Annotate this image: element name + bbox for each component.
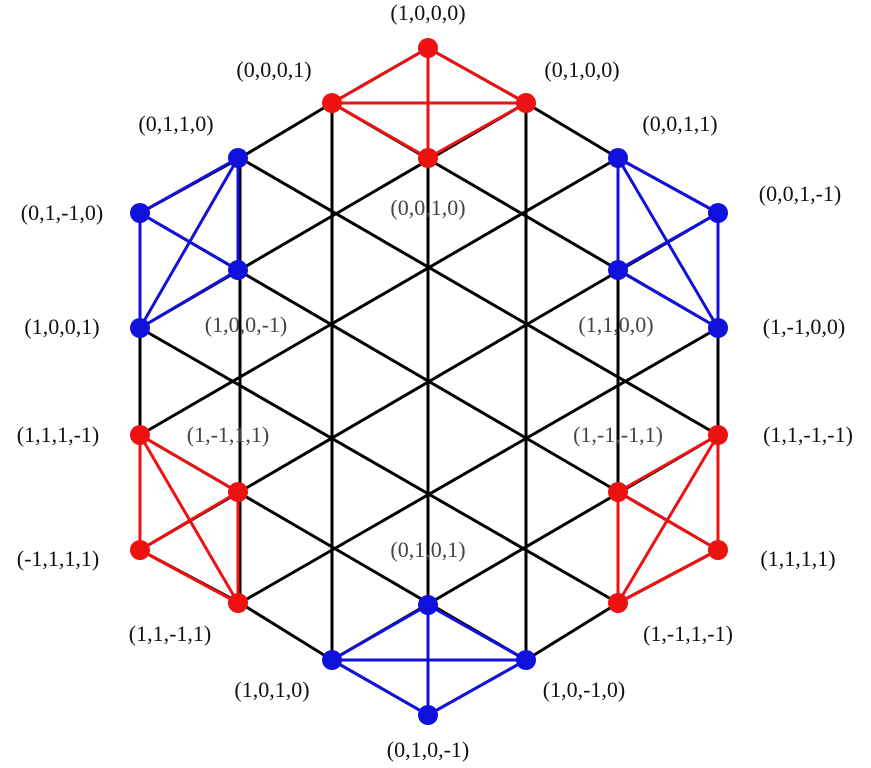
node-label-ul0: (0,1,1,0) <box>138 111 213 136</box>
edge-lr2-lr3 <box>617 548 719 605</box>
edge-ll0-ll1 <box>139 433 239 494</box>
node-label-lr2: (1,1,1,1) <box>760 546 835 571</box>
node-t3 <box>418 148 438 168</box>
node-label-ul1: (0,1,-1,0) <box>21 200 103 225</box>
edge-t1-t3 <box>331 101 429 160</box>
node-ur0 <box>608 148 628 168</box>
node-label-b1: (1,0,1,0) <box>234 677 309 702</box>
node-t0 <box>418 38 438 58</box>
node-lr3 <box>608 593 628 613</box>
edge-lr1-lr2 <box>617 490 719 552</box>
node-label-lr3: (1,-1,1,-1) <box>643 621 733 646</box>
node-label-b3: (0,1,0,-1) <box>387 737 469 762</box>
edge-ll1-ll2 <box>139 490 239 552</box>
node-label-ur1: (0,0,1,-1) <box>759 181 841 206</box>
edge-ur0-ur1 <box>617 156 719 215</box>
edge-t2-t3 <box>427 101 527 160</box>
node-ul3 <box>130 318 150 338</box>
node-label-t3: (0,0,1,0) <box>390 195 465 220</box>
node-ur3 <box>708 318 728 338</box>
node-b1 <box>322 650 342 670</box>
edge-ur2-ur3 <box>617 268 719 330</box>
node-ur1 <box>708 203 728 223</box>
edge-ll2-ll3 <box>139 548 239 605</box>
node-ll0 <box>130 425 150 445</box>
edge-b0-b1 <box>331 603 429 662</box>
node-ll2 <box>130 540 150 560</box>
node-ur2 <box>608 260 628 280</box>
node-label-ur3: (1,-1,0,0) <box>763 314 845 339</box>
node-lr2 <box>708 540 728 560</box>
lattice-line <box>138 156 620 437</box>
node-labels: (1,0,0,0) (0,0,0,1) (0,1,0,0) (0,0,1,0) (0,1… <box>17 0 853 762</box>
node-label-lr0: (1,1,-1,-1) <box>763 422 853 447</box>
node-t2 <box>516 93 536 113</box>
edge-lr0-lr1 <box>617 433 719 494</box>
node-label-t2: (0,1,0,0) <box>544 57 619 82</box>
nodes <box>130 38 728 725</box>
node-lr1 <box>608 482 628 502</box>
node-t1 <box>322 93 342 113</box>
node-label-lr1: (1,-1,-1,1) <box>573 422 663 447</box>
edge-ul2-ul3 <box>139 268 239 330</box>
lattice-line <box>238 156 720 437</box>
node-ul0 <box>228 148 248 168</box>
node-label-ll2: (-1,1,1,1) <box>17 546 99 571</box>
lattice-line <box>238 326 720 605</box>
node-ul2 <box>228 260 248 280</box>
edge-lr0-lr3 <box>616 434 720 604</box>
node-label-ul3: (1,0,0,1) <box>24 314 99 339</box>
edge-t0-t1 <box>331 46 429 105</box>
node-label-ur2: (1,1,0,0) <box>578 312 653 337</box>
lattice-line <box>138 326 620 605</box>
node-label-b0: (0,1,0,1) <box>390 537 465 562</box>
node-label-ur0: (0,0,1,1) <box>642 111 717 136</box>
node-label-ll1: (1,-1,1,1) <box>187 422 269 447</box>
node-ll1 <box>228 482 248 502</box>
node-label-ll3: (1,1,-1,1) <box>129 621 211 646</box>
edge-ur1-ur2 <box>617 211 719 272</box>
node-ll3 <box>228 593 248 613</box>
edge-ul0-ul1 <box>139 156 239 215</box>
edge-b1-b3 <box>331 658 429 717</box>
edge-b2-b3 <box>427 658 527 717</box>
node-b3 <box>418 705 438 725</box>
node-label-t0: (1,0,0,0) <box>390 0 465 25</box>
colored-edges <box>138 46 720 717</box>
node-label-ul2: (1,0,0,-1) <box>205 312 287 337</box>
edge-t0-t2 <box>427 46 527 105</box>
node-label-t1: (0,0,0,1) <box>236 57 311 82</box>
node-b2 <box>516 650 536 670</box>
node-label-ll0: (1,1,1,-1) <box>17 422 99 447</box>
node-lr0 <box>708 425 728 445</box>
node-ul1 <box>130 203 150 223</box>
edge-ll0-ll3 <box>138 434 240 604</box>
edge-ul1-ul2 <box>139 211 239 272</box>
node-label-b2: (1,0,-1,0) <box>543 677 625 702</box>
node-b0 <box>418 595 438 615</box>
edge-b0-b2 <box>427 603 527 662</box>
